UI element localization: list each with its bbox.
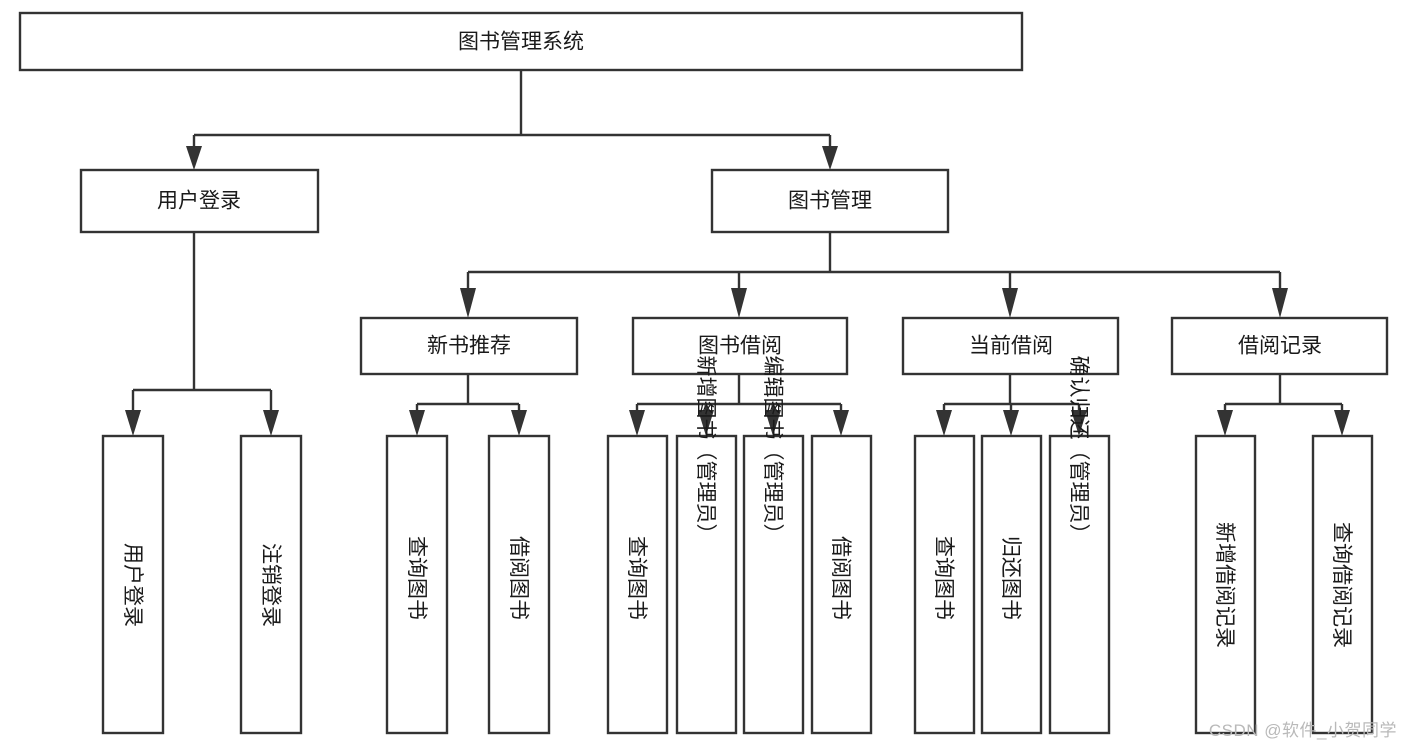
- node-current-borrow-label: 当前借阅: [969, 335, 1053, 358]
- arrow-head-leaf-query-book-1: [409, 410, 425, 436]
- node-current-borrow[interactable]: 当前借阅: [901, 316, 1120, 376]
- arrow-head-leaf-query-record: [1334, 410, 1350, 436]
- connector-group-current-borrow: [936, 374, 1087, 436]
- node-leaf-confirm-return-box[interactable]: [1048, 434, 1111, 735]
- node-borrow-record-label: 借阅记录: [1238, 335, 1322, 358]
- node-leaf-add-record-label: 新增借阅记录: [1213, 522, 1236, 648]
- node-leaf-query-book-1-label: 查询图书: [405, 536, 428, 620]
- node-root-box[interactable]: [18, 11, 1024, 72]
- node-leaf-confirm-return[interactable]: 确认归还（管理员）: [1048, 356, 1111, 735]
- connector-group-root: [186, 70, 838, 170]
- node-leaf-query-book-2-label: 查询图书: [625, 536, 648, 620]
- csdn-watermark: CSDN @软件_小贺同学: [1208, 721, 1397, 740]
- node-book-borrow[interactable]: 图书借阅: [631, 316, 849, 376]
- node-leaf-borrow-book-2[interactable]: 借阅图书: [810, 434, 873, 735]
- node-leaf-query-book-3[interactable]: 查询图书: [913, 434, 976, 735]
- node-leaf-query-book-3-label: 查询图书: [932, 536, 955, 620]
- node-leaf-borrow-book-2-box[interactable]: [810, 434, 873, 735]
- arrow-head-leaf-borrow-book-2: [833, 410, 849, 436]
- node-leaf-query-record[interactable]: 查询借阅记录: [1311, 434, 1374, 735]
- node-root-label: 图书管理系统: [458, 31, 584, 54]
- node-leaf-query-record-box[interactable]: [1311, 434, 1374, 735]
- node-leaf-add-book-label: 新增图书（管理员）: [694, 356, 717, 545]
- node-leaf-return-book-box[interactable]: [980, 434, 1043, 735]
- node-leaf-query-book-1-box[interactable]: [385, 434, 449, 735]
- node-leaf-user-login-box[interactable]: [101, 434, 165, 735]
- arrow-head-new-book-recommend: [460, 288, 476, 318]
- node-leaf-return-book[interactable]: 归还图书: [980, 434, 1043, 735]
- node-leaf-query-record-label: 查询借阅记录: [1330, 522, 1353, 648]
- arrow-head-leaf-query-book-3: [936, 410, 952, 436]
- node-leaf-edit-book-box[interactable]: [742, 434, 805, 735]
- arrow-head-leaf-add-record: [1217, 410, 1233, 436]
- arrow-head-book-borrow: [731, 288, 747, 318]
- arrow-head-user-login: [186, 146, 202, 170]
- node-leaf-add-book-box[interactable]: [675, 434, 738, 735]
- node-user-login-label: 用户登录: [157, 190, 241, 213]
- node-leaf-user-login[interactable]: 用户登录: [101, 434, 165, 735]
- arrow-head-leaf-add-book: [698, 410, 714, 436]
- node-leaf-query-book-2[interactable]: 查询图书: [606, 434, 669, 735]
- arrow-head-leaf-confirm-return: [1071, 410, 1087, 436]
- node-book-borrow-box[interactable]: [631, 316, 849, 376]
- node-leaf-add-record-box[interactable]: [1194, 434, 1257, 735]
- arrow-head-current-borrow: [1002, 288, 1018, 318]
- arrow-head-leaf-query-book-2: [629, 410, 645, 436]
- node-leaf-confirm-return-label: 确认归还（管理员）: [1067, 356, 1090, 545]
- node-borrow-record-box[interactable]: [1170, 316, 1389, 376]
- connector-group-book-borrow: [629, 374, 849, 436]
- node-leaf-query-book-1[interactable]: 查询图书: [385, 434, 449, 735]
- arrow-head-book-manage: [822, 146, 838, 170]
- node-book-manage-box[interactable]: [710, 168, 950, 234]
- node-leaf-borrow-book-1-box[interactable]: [487, 434, 551, 735]
- arrow-head-leaf-return-book: [1003, 410, 1019, 436]
- arrow-head-leaf-user-logout: [263, 410, 279, 436]
- node-root[interactable]: 图书管理系统: [18, 11, 1024, 72]
- node-new-book-recommend-box[interactable]: [359, 316, 579, 376]
- node-leaf-borrow-book-1[interactable]: 借阅图书: [487, 434, 551, 735]
- node-user-login-box[interactable]: [79, 168, 320, 234]
- node-new-book-recommend-label: 新书推荐: [427, 335, 511, 358]
- connector-group-user-login: [125, 232, 279, 436]
- arrow-head-leaf-borrow-book-1: [511, 410, 527, 436]
- node-book-borrow-label: 图书借阅: [698, 335, 782, 358]
- connector-group-borrow-record: [1217, 374, 1350, 436]
- node-leaf-query-book-3-box[interactable]: [913, 434, 976, 735]
- node-leaf-user-logout-label: 注销登录: [259, 543, 282, 627]
- node-new-book-recommend[interactable]: 新书推荐: [359, 316, 579, 376]
- node-leaf-borrow-book-2-label: 借阅图书: [829, 536, 852, 620]
- node-leaf-user-logout-box[interactable]: [239, 434, 303, 735]
- arrow-head-borrow-record: [1272, 288, 1288, 318]
- node-book-manage[interactable]: 图书管理: [710, 168, 950, 234]
- node-leaf-query-book-2-box[interactable]: [606, 434, 669, 735]
- node-borrow-record[interactable]: 借阅记录: [1170, 316, 1389, 376]
- node-leaf-user-logout[interactable]: 注销登录: [239, 434, 303, 735]
- arrow-head-leaf-edit-book: [765, 410, 781, 436]
- arrow-head-leaf-user-login: [125, 410, 141, 436]
- connector-group-book-manage: [460, 232, 1288, 318]
- node-leaf-edit-book-label: 编辑图书（管理员）: [761, 356, 784, 545]
- connector-group-new-book-recommend: [409, 374, 527, 436]
- node-book-manage-label: 图书管理: [788, 190, 872, 213]
- node-leaf-add-book[interactable]: 新增图书（管理员）: [675, 356, 738, 735]
- node-leaf-add-record[interactable]: 新增借阅记录: [1194, 434, 1257, 735]
- node-user-login[interactable]: 用户登录: [79, 168, 320, 234]
- node-leaf-return-book-label: 归还图书: [999, 536, 1022, 620]
- node-leaf-edit-book[interactable]: 编辑图书（管理员）: [742, 356, 805, 735]
- node-leaf-user-login-label: 用户登录: [121, 543, 144, 627]
- node-current-borrow-box[interactable]: [901, 316, 1120, 376]
- node-leaf-borrow-book-1-label: 借阅图书: [507, 536, 530, 620]
